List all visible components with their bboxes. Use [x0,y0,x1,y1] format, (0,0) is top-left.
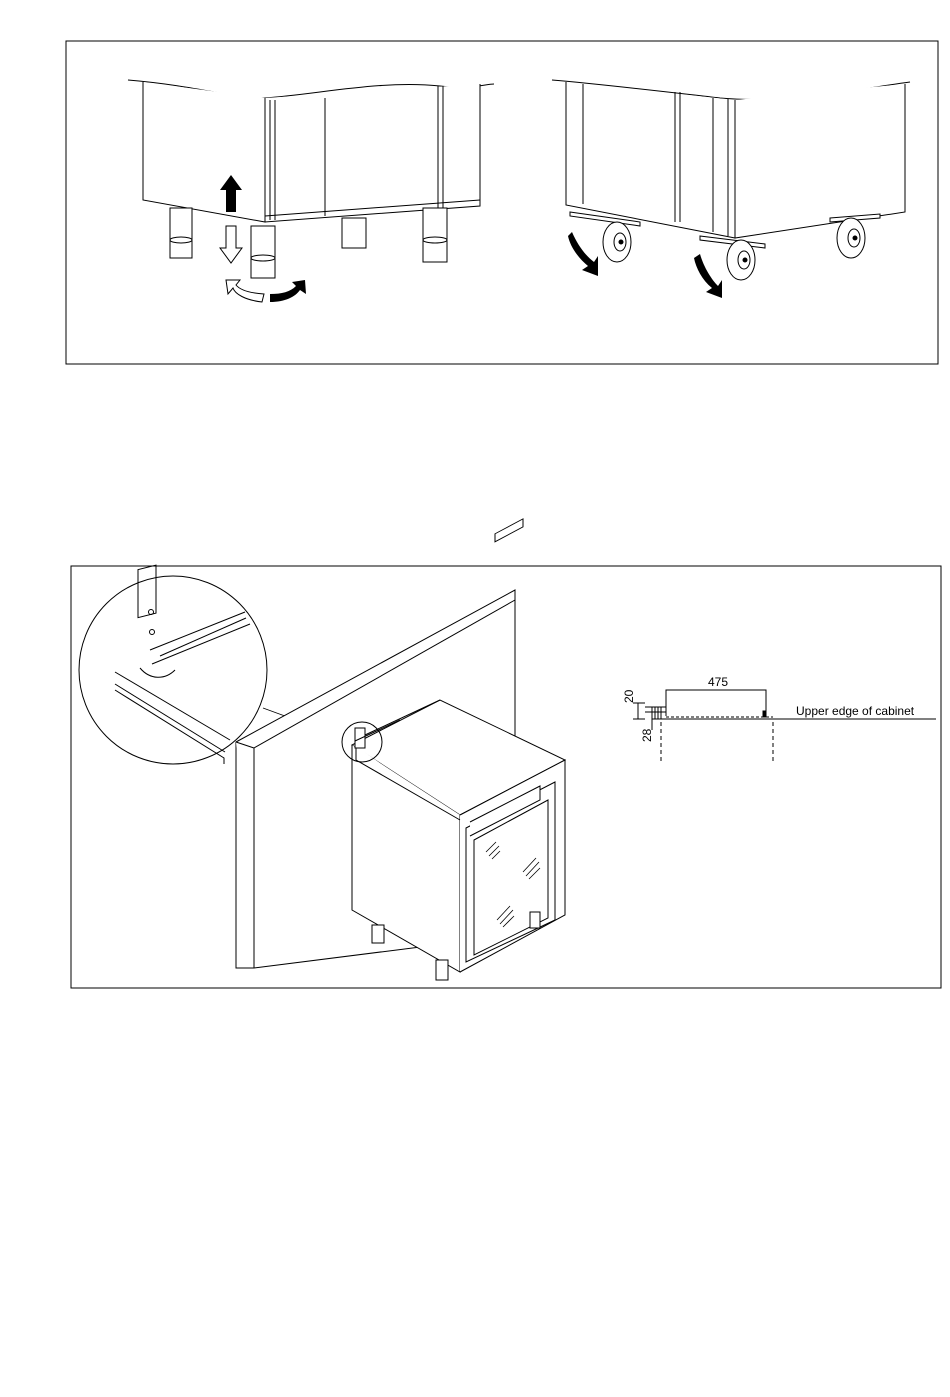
cabinet-with-castors [552,80,910,280]
castor [700,236,765,280]
leg [170,208,192,258]
foot [530,912,540,928]
dimension-height-top-label: 20 [622,689,636,703]
castor [830,214,880,258]
rotate-right-icon [270,280,306,302]
curved-arrow-down-icon [694,254,722,298]
dimension-diagram [633,690,936,762]
upper-edge-label: Upper edge of cabinet [796,704,915,718]
curved-arrow-down-icon [568,232,598,276]
mounting-bracket [138,565,156,617]
figure-wall-mounting: 475 20 28 Upper edge of cabinet [71,519,941,988]
arrow-down-icon [220,226,242,263]
control-panel [495,519,523,542]
dimension-height-side-label: 28 [640,728,654,742]
dimension-width-label: 475 [708,675,728,689]
wall-bracket [355,728,365,748]
leg [342,218,366,248]
foot [436,960,448,980]
detail-magnifier [79,565,267,764]
rotate-left-icon [226,280,264,302]
leg [251,226,275,278]
figure-legs-castors [66,41,938,364]
foot [372,925,384,943]
undercounter-cabinet [342,519,565,980]
width-bracket [666,690,766,716]
leg [423,208,447,262]
cabinet-with-legs [128,80,494,278]
